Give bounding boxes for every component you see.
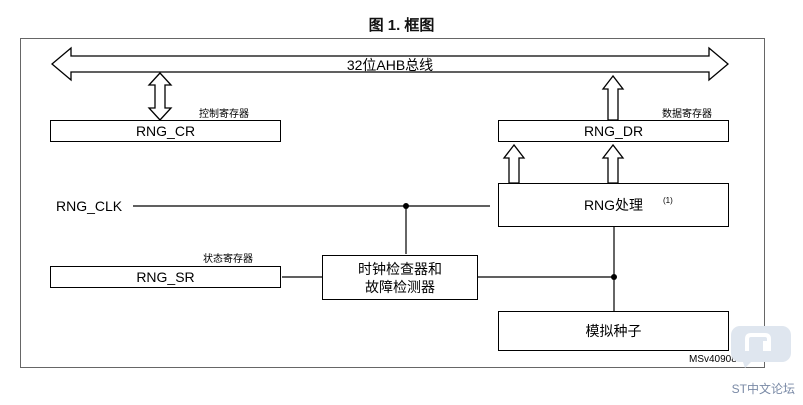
- st-forum-logo-icon: [731, 326, 791, 368]
- clock-checker-line2: 故障检测器: [365, 278, 435, 295]
- rng-processing-box: RNG处理: [498, 183, 729, 227]
- bus-label: 32位AHB总线: [346, 57, 434, 73]
- data-register-caption: 数据寄存器: [662, 109, 712, 120]
- proc-dr-arrow-right: [601, 143, 625, 184]
- clock-checker-line1: 时钟检查器和: [358, 260, 442, 277]
- status-register-caption: 状态寄存器: [203, 254, 253, 265]
- figure-version: MSv40908V1: [689, 354, 750, 365]
- processing-footnote: (1): [663, 196, 673, 205]
- rng-sr-box: RNG_SR: [50, 266, 281, 288]
- analog-seed-box: 模拟种子: [498, 311, 729, 351]
- watermark-text: ST中文论坛: [731, 382, 795, 396]
- cr-bus-arrow: [147, 72, 173, 121]
- figure-title: 图 1. 框图: [368, 17, 435, 34]
- rng-dr-box: RNG_DR: [498, 120, 729, 142]
- control-register-caption: 控制寄存器: [199, 109, 249, 120]
- rng-processing-label: RNG处理: [583, 197, 644, 213]
- diagram-frame: [20, 38, 765, 368]
- proc-dr-arrow-left: [502, 143, 526, 184]
- clock-checker-box: 时钟检查器和 故障检测器: [322, 255, 478, 300]
- bus-arrow: [50, 46, 730, 82]
- rng-cr-box: RNG_CR: [50, 120, 281, 142]
- rng-clk-label: RNG_CLK: [56, 198, 123, 214]
- dr-bus-arrow: [601, 74, 625, 121]
